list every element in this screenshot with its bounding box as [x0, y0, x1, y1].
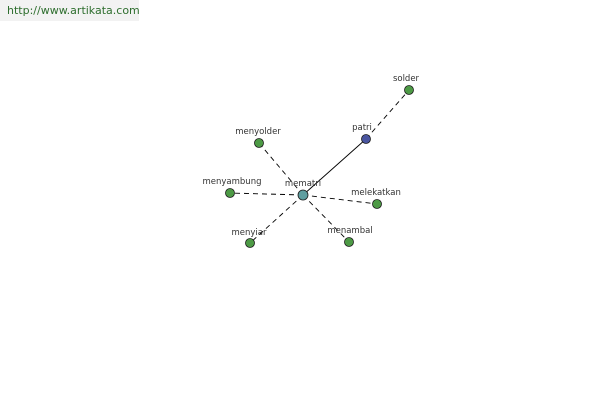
node-circle-menambal[interactable] [344, 237, 354, 247]
node-menyambung[interactable]: menyambung [203, 177, 262, 198]
node-menyiar[interactable]: menyiar [232, 228, 267, 248]
node-circle-menyiar[interactable] [245, 238, 255, 248]
node-label-patri: patri [352, 123, 372, 133]
node-label-menyambung: menyambung [203, 177, 262, 187]
node-melekatkan[interactable]: melekatkan [351, 188, 401, 209]
edge-patri-solder [365, 89, 410, 140]
node-circle-solder[interactable] [404, 85, 414, 95]
node-circle-menyambung[interactable] [225, 188, 235, 198]
node-label-menyiar: menyiar [232, 228, 267, 238]
edge-mematri-menyiar [249, 194, 304, 244]
node-menambal[interactable]: menambal [327, 226, 373, 247]
nodes-layer: mematri patri solder menyolder menyambung mel… [203, 74, 420, 248]
node-menyolder[interactable]: menyolder [235, 127, 281, 148]
node-label-menyolder: menyolder [235, 127, 281, 137]
edge-mematri-melekatkan [302, 194, 378, 205]
edges-layer [229, 89, 410, 244]
node-label-menambal: menambal [327, 226, 372, 236]
node-solder[interactable]: solder [393, 74, 420, 95]
edge-mematri-menambal [302, 194, 350, 243]
node-patri[interactable]: patri [352, 123, 372, 144]
site-url[interactable]: http://www.artikata.com [0, 0, 139, 21]
node-label-solder: solder [393, 74, 420, 84]
node-mematri[interactable]: mematri [285, 179, 321, 201]
node-label-mematri: mematri [285, 179, 321, 189]
edge-mematri-menyolder [258, 142, 304, 196]
node-circle-menyolder[interactable] [254, 138, 264, 148]
node-circle-mematri[interactable] [297, 189, 309, 201]
node-circle-patri[interactable] [361, 134, 371, 144]
node-label-melekatkan: melekatkan [351, 188, 401, 198]
edge-mematri-patri [302, 138, 367, 196]
edge-mematri-menyambung [229, 192, 304, 196]
node-circle-melekatkan[interactable] [372, 199, 382, 209]
